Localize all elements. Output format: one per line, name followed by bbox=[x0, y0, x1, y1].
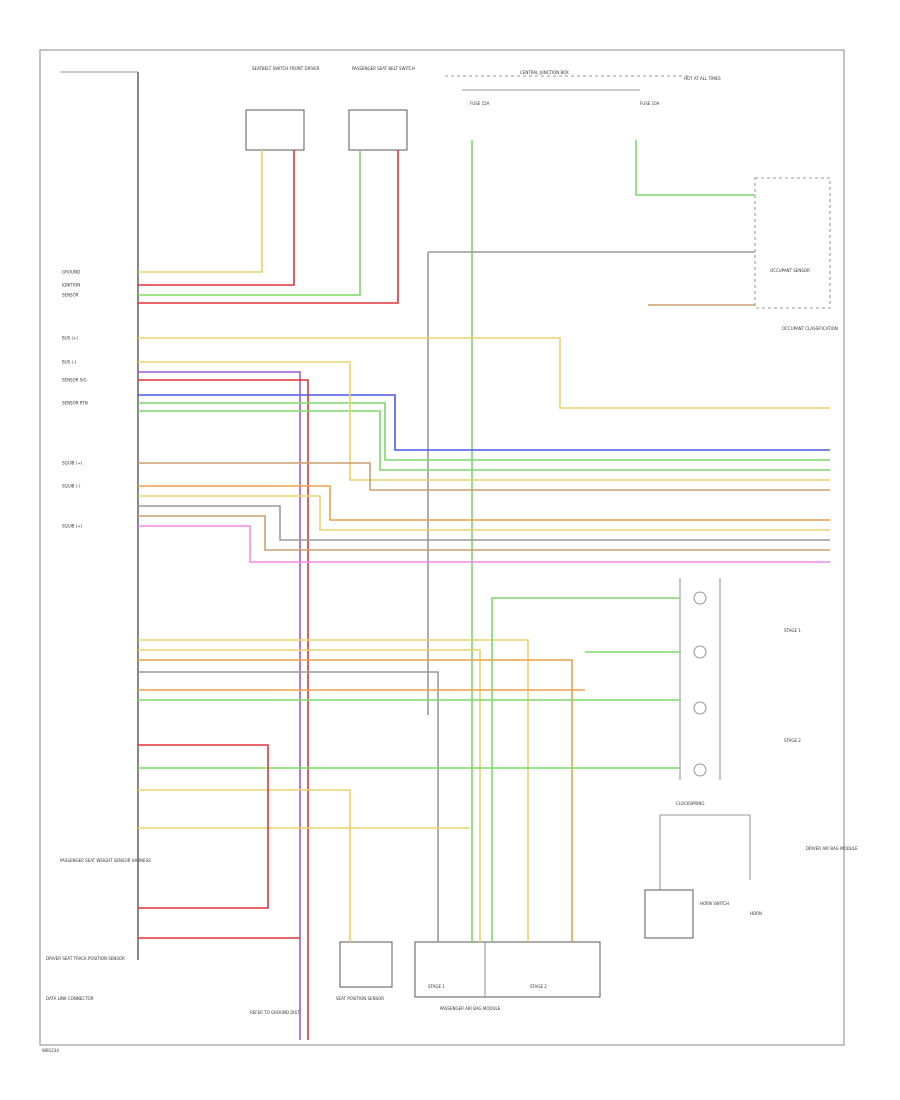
squib-1 bbox=[693, 591, 707, 605]
seat-position-sensor bbox=[339, 941, 393, 988]
seat-position-label: SEAT POSITION SENSOR bbox=[336, 996, 384, 1001]
wire-violet bbox=[138, 371, 301, 1040]
squib-2 bbox=[693, 645, 707, 659]
pin-label: IGNITION bbox=[62, 283, 80, 288]
ground-note: REFER TO GROUND DIST bbox=[250, 1010, 300, 1015]
wire-gray-c bbox=[138, 505, 830, 541]
stage-2-right: STAGE 2 bbox=[784, 738, 801, 743]
wire-sw2-red bbox=[138, 150, 399, 304]
horn-switch-box bbox=[644, 889, 694, 939]
wire-pink bbox=[138, 525, 830, 563]
wire-green-a bbox=[138, 402, 830, 461]
pin-label: BUS (-) bbox=[62, 360, 76, 365]
pin-label: GROUND bbox=[62, 270, 80, 275]
wire-tan-b bbox=[138, 462, 830, 491]
wire-lower-yellow-2 bbox=[138, 649, 481, 942]
seatbelt-switch-passenger bbox=[348, 109, 408, 151]
pin-label: SENSOR SIG bbox=[62, 378, 87, 383]
pab-label: PASSENGER AIR BAG MODULE bbox=[440, 1006, 501, 1011]
stage-1-right: STAGE 1 bbox=[784, 628, 801, 633]
wire-blue bbox=[138, 394, 830, 451]
wire-orange bbox=[138, 485, 830, 521]
wire-lower-green-1 bbox=[491, 597, 680, 942]
passenger-airbag-module bbox=[414, 941, 601, 998]
wire-fuse-green-right bbox=[635, 140, 755, 196]
squib-4 bbox=[693, 763, 707, 777]
wire-lower-yellow-3 bbox=[138, 789, 351, 942]
seat-belt-sensor-label: DRIVER SEAT TRACK POSITION SENSOR bbox=[46, 956, 125, 961]
pin-label: SENSOR bbox=[62, 293, 79, 298]
squib-3 bbox=[693, 701, 707, 715]
horn-switch-label: HORN SWITCH bbox=[700, 901, 729, 906]
pab-stage1: STAGE 1 bbox=[428, 984, 445, 989]
wire-red-long bbox=[138, 379, 309, 1040]
fuse-left: FUSE 15A bbox=[470, 101, 490, 106]
wire-lower-red-1 bbox=[138, 744, 269, 909]
wire-yellow-long bbox=[138, 337, 830, 409]
seatbelt-switch-driver bbox=[245, 109, 305, 151]
wires bbox=[138, 140, 830, 1040]
wire-sw2-green bbox=[138, 150, 361, 296]
wire-sw1-red bbox=[138, 150, 295, 286]
pin-label: SQUIB (-) bbox=[62, 484, 81, 489]
pin-label: SQUIB (+) bbox=[62, 461, 83, 466]
wire-yellow-c bbox=[138, 495, 830, 531]
fuse-block-label: CENTRAL JUNCTION BOX bbox=[520, 70, 569, 75]
wire-lower-yellow-1 bbox=[138, 639, 529, 942]
wire-sw1-yellow bbox=[138, 150, 263, 273]
diagram-frame bbox=[39, 49, 845, 1046]
pab-stage2: STAGE 2 bbox=[530, 984, 547, 989]
fuse-right: FUSE 10A bbox=[640, 101, 660, 106]
page-id: WB1234 bbox=[42, 1048, 59, 1053]
horn-label: HORN bbox=[750, 911, 762, 916]
driver-airbag-label: DRIVER AIR BAG MODULE bbox=[806, 846, 858, 851]
connector-note: PASSENGER SEAT WEIGHT SENSOR HARNESS bbox=[60, 858, 151, 863]
pin-label: SQUIB (+) bbox=[62, 524, 83, 529]
occupant-module-label: OCCUPANT CLASSIFICATION bbox=[782, 326, 838, 331]
pin-labels: GROUND IGNITION SENSOR BUS (+) BUS (-) SENSOR… bbox=[62, 270, 88, 529]
wire-yellow-b bbox=[138, 361, 830, 481]
occupant-sensor bbox=[754, 177, 831, 309]
clockspring-label: CLOCKSPRING bbox=[676, 801, 704, 806]
sw-driver-label: SEATBELT SWITCH FRONT DRIVER bbox=[252, 66, 320, 71]
hot-label: HOT AT ALL TIMES bbox=[684, 76, 721, 81]
data-link-label: DATA LINK CONNECTOR bbox=[46, 996, 94, 1001]
pin-label: BUS (+) bbox=[62, 336, 78, 341]
wire-lower-orange bbox=[138, 659, 573, 942]
wire-tan-c bbox=[138, 515, 830, 551]
wire-lower-gray bbox=[138, 671, 439, 942]
occupant-sensor-label: OCCUPANT SENSOR bbox=[770, 268, 810, 273]
sw-passenger-label: PASSENGER SEAT BELT SWITCH bbox=[352, 66, 415, 71]
pin-label: SENSOR RTN bbox=[62, 401, 88, 406]
wire-green-b bbox=[138, 410, 830, 471]
